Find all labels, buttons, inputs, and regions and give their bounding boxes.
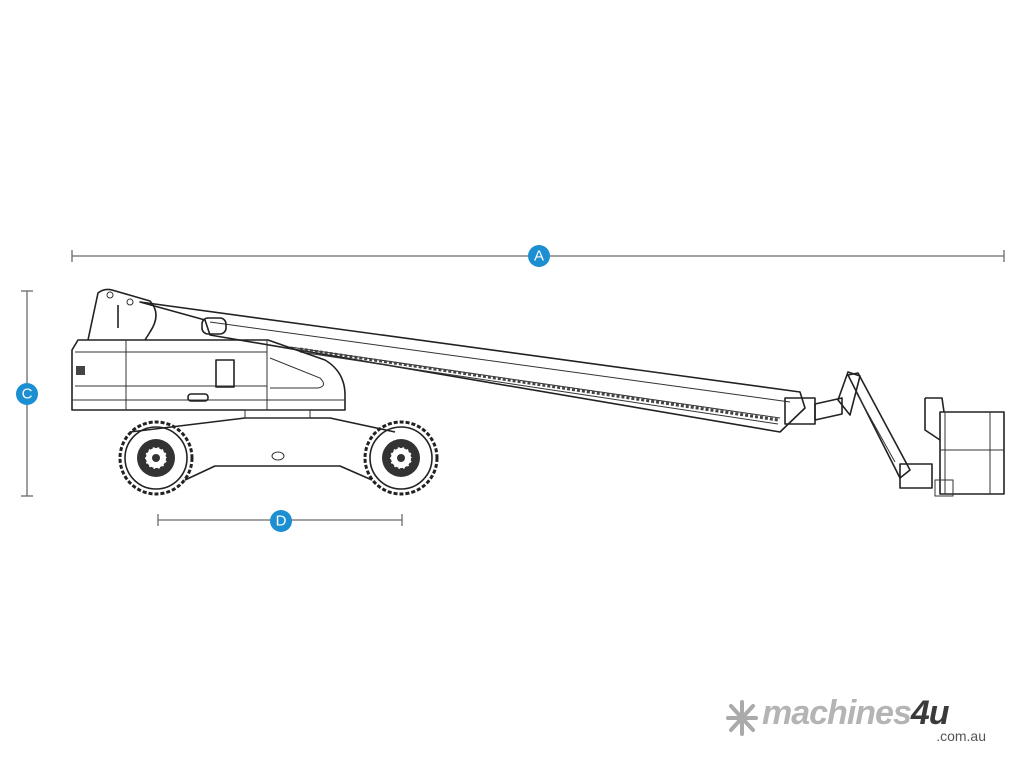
badge-c bbox=[16, 383, 38, 405]
label-d: D bbox=[276, 513, 287, 530]
turntable-tower bbox=[87, 288, 157, 341]
rear-wheel bbox=[363, 420, 439, 496]
logo-domain: .com.au bbox=[936, 728, 986, 744]
machines4u-logo: machines4u .com.au bbox=[722, 694, 992, 744]
dimension-d: D bbox=[157, 510, 403, 532]
logo-text-4u: 4u bbox=[910, 694, 950, 732]
platform-basket bbox=[924, 397, 1005, 497]
jib-arm bbox=[784, 371, 933, 489]
dimension-a: A bbox=[71, 245, 1005, 267]
front-wheel bbox=[118, 420, 194, 496]
badge-a bbox=[528, 245, 550, 267]
label-a: A bbox=[534, 248, 544, 265]
control-panel bbox=[215, 359, 235, 388]
snowflake-logo-icon bbox=[726, 700, 758, 736]
label-c: C bbox=[22, 386, 33, 403]
badge-d bbox=[270, 510, 292, 532]
dimension-c: C bbox=[16, 290, 38, 497]
telescopic-boom bbox=[139, 301, 806, 433]
logo-text: machines bbox=[762, 694, 912, 732]
